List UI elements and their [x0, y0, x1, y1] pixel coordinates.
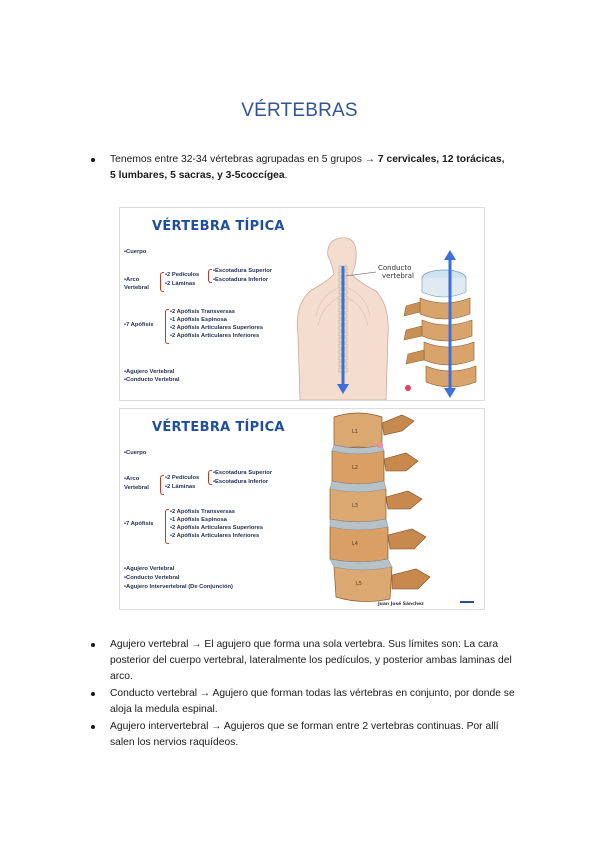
brand-mark: [460, 601, 474, 603]
label-escotadura-inferior: •Escotadura Inferior: [213, 479, 269, 485]
label-apofisis: •7 Apófisis: [124, 322, 154, 328]
bullet-dot: [91, 643, 95, 647]
brace: [160, 272, 164, 292]
label-apofisis-art-inf: •2 Apófisis Articulares Inferiores: [170, 333, 260, 339]
brace: [165, 309, 169, 344]
definition-item: Conducto vertebral → Agujero que forman …: [91, 686, 520, 718]
label-escotadura-inferior: •Escotadura Inferior: [213, 277, 269, 283]
label-apofisis: •7 Apófisis: [124, 521, 154, 527]
page-title: VÉRTEBRAS: [241, 100, 358, 121]
label-conducto-vertebral: •Conducto Vertebral: [124, 377, 180, 383]
intro-sep: ,: [501, 154, 505, 165]
bullet-dot: [91, 692, 95, 696]
vertebra-label-l3: L3: [352, 503, 358, 509]
label-apofisis-transversas: •2 Apófisis Transversas: [170, 509, 235, 515]
intro-sep: ,: [164, 170, 171, 181]
label-agujero-vertebral: •Agujero Vertebral: [124, 369, 175, 375]
label-arco-vertebral: Vertebral: [124, 285, 149, 291]
intro-coccigea: 3-5coccígea: [225, 170, 285, 181]
definition-item: Agujero intervertebral → Agujeros que se…: [91, 719, 520, 751]
label-arco: •Arco: [124, 277, 140, 283]
figure-credit: Juan José Sánchez: [377, 600, 424, 607]
intro-cervicales: 7 cervicales: [377, 154, 437, 165]
vertebra-label-l4: L4: [352, 541, 358, 547]
brace: [160, 475, 164, 495]
definitions-list: Agujero vertebral → El agujero que forma…: [91, 637, 520, 752]
label-escotadura-superior: •Escotadura Superior: [213, 268, 273, 274]
intro-toracicas: 12 torácicas: [442, 154, 502, 165]
definition-item: Agujero vertebral → El agujero que forma…: [91, 637, 520, 685]
label-arco-vertebral: Vertebral: [124, 485, 149, 491]
intro-text: Tenemos entre 32-34 vértebras agrupadas …: [110, 154, 378, 165]
brace: [165, 509, 169, 544]
label-apofisis-art-sup: •2 Apófisis Articulares Superiores: [170, 325, 264, 331]
label-laminas: •2 Láminas: [165, 281, 196, 287]
intro-sep: , y: [211, 170, 226, 181]
label-apofisis-espinosa: •1 Apófisis Espinosa: [170, 317, 227, 323]
definition-conducto-vertebral: Conducto vertebral → Agujero que forman …: [110, 688, 515, 715]
definition-agujero-vertebral: Agujero vertebral → El agujero que forma…: [110, 639, 512, 682]
label-laminas: •2 Láminas: [165, 484, 196, 490]
label-pediculos: •2 Pedículos: [165, 475, 200, 481]
figure-vertebra-typical-2: VÉRTEBRA TÍPICA •Cuerpo •Arco Vertebral …: [119, 408, 485, 610]
label-pediculos: •2 Pedículos: [165, 272, 200, 278]
foramen-marker: [377, 442, 383, 448]
definition-agujero-intervertebral: Agujero intervertebral → Agujeros que se…: [110, 721, 499, 748]
intro-sacras: 5 sacras: [170, 170, 212, 181]
label-cuerpo: •Cuerpo: [124, 450, 147, 456]
bullet-dot: [91, 158, 95, 162]
vertebra-label-l5: L5: [356, 581, 362, 587]
intro-sep: ,: [436, 154, 443, 165]
label-arco: •Arco: [124, 476, 140, 482]
label-conducto-vertebral: •Conducto Vertebral: [124, 575, 180, 581]
label-agujero-intervertebral: •Agujero Intervertebral (De Conjunción): [124, 584, 233, 590]
intro-lumbares: 5 lumbares: [110, 170, 165, 181]
spine-back-illustration: Conducto vertebral: [296, 237, 477, 400]
label-apofisis-art-inf: •2 Apófisis Articulares Inferiores: [170, 533, 260, 539]
label-agujero-vertebral: •Agujero Vertebral: [124, 566, 175, 572]
vertebra-label-l2: L2: [352, 465, 358, 471]
label-escotadura-superior: •Escotadura Superior: [213, 470, 273, 476]
brace: [208, 269, 212, 283]
label-apofisis-transversas: •2 Apófisis Transversas: [170, 309, 235, 315]
intro-item: Tenemos entre 32-34 vértebras agrupadas …: [91, 152, 510, 184]
lumbar-spine-illustration: L1 L2 L3 L4 L5 Juan José Sánchez: [329, 412, 474, 607]
brace: [208, 470, 212, 485]
label-apofisis-espinosa: •1 Apófisis Espinosa: [170, 517, 227, 523]
vertebra-label-l1: L1: [352, 429, 358, 435]
intro-end: .: [284, 170, 288, 181]
intro-list: Tenemos entre 32-34 vértebras agrupadas …: [91, 152, 510, 184]
figure-heading: VÉRTEBRA TÍPICA: [152, 420, 285, 435]
figure-heading: VÉRTEBRA TÍPICA: [152, 219, 285, 234]
bullet-dot: [91, 725, 95, 729]
label-apofisis-art-sup: •2 Apófisis Articulares Superiores: [170, 525, 264, 531]
label-cuerpo: •Cuerpo: [124, 249, 147, 255]
label-conducto-line2: vertebral: [382, 272, 414, 280]
figure-vertebra-typical-1: VÉRTEBRA TÍPICA •Cuerpo •Arco Vertebral …: [119, 207, 485, 401]
label-conducto-line1: Conducto: [378, 264, 411, 272]
